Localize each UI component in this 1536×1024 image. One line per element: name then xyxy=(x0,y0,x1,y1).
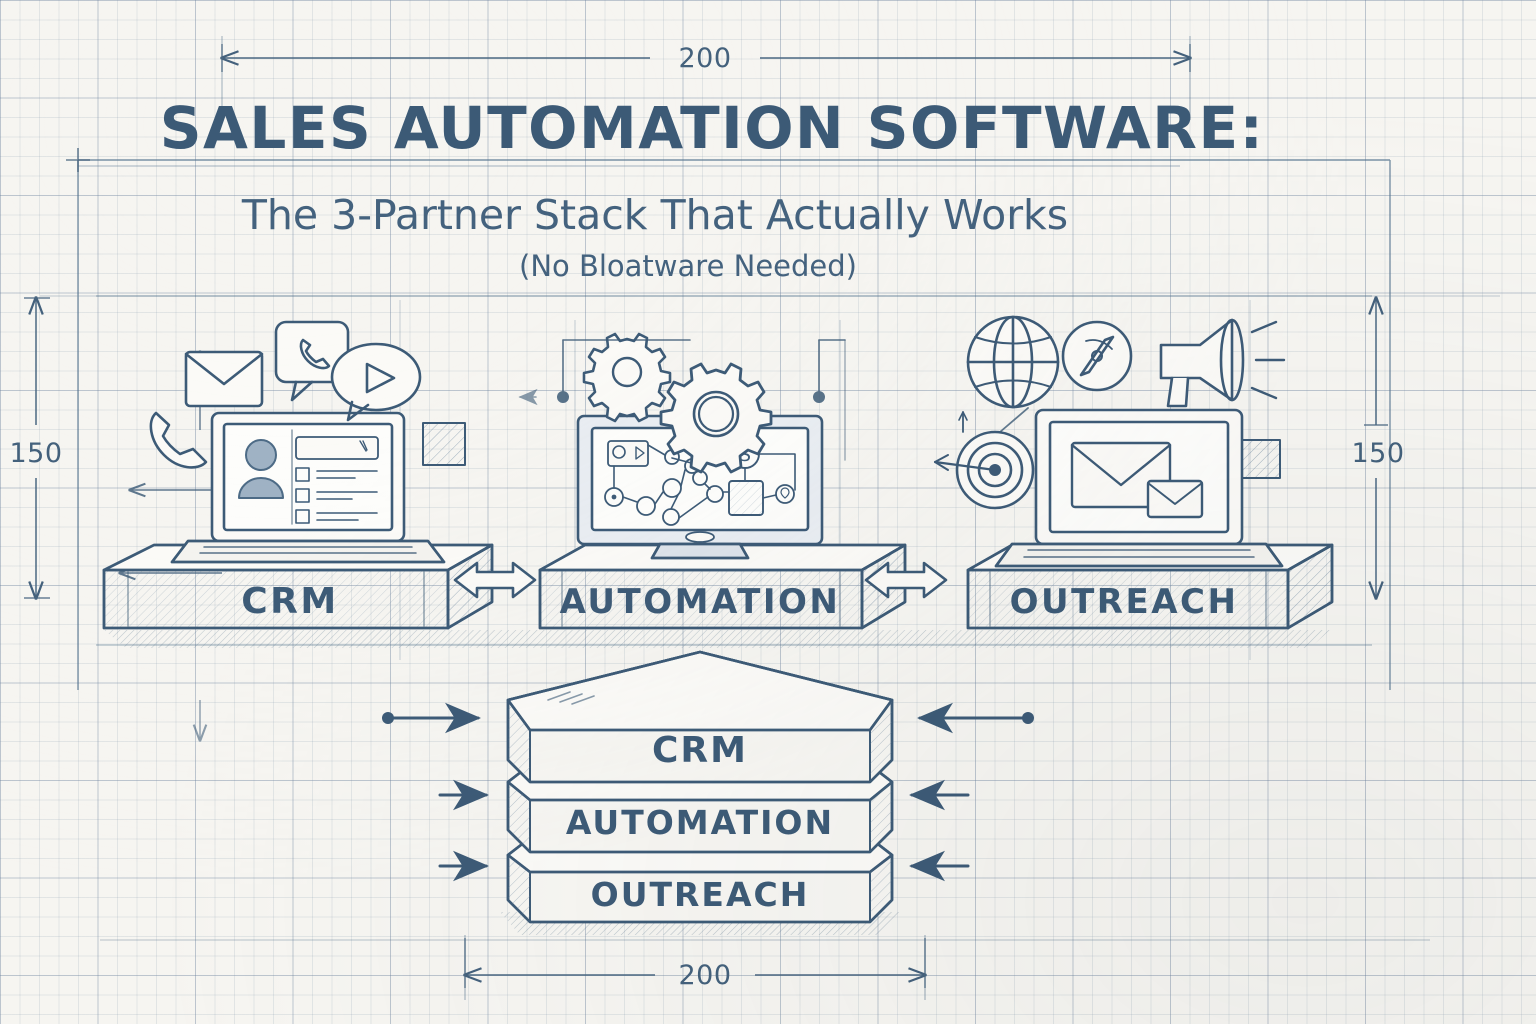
megaphone-icon xyxy=(1159,318,1286,408)
connector-crm-automation xyxy=(453,561,537,599)
dimension-right xyxy=(1364,296,1388,600)
dimension-left xyxy=(24,296,50,600)
connector-automation-outreach xyxy=(864,561,948,599)
stack-label-crm: CRM xyxy=(652,730,748,771)
icon-cluster-automation xyxy=(582,332,773,474)
outreach-screen-email xyxy=(1070,441,1204,519)
dimension-top xyxy=(220,44,1192,72)
automation-screen-workflow: S xyxy=(604,439,796,526)
dimension-right-label: 150 xyxy=(1351,438,1404,469)
page-title: SALES AUTOMATION SOFTWARE: xyxy=(160,94,1265,162)
envelope-icon xyxy=(184,350,264,408)
hatched-marker-crm xyxy=(422,422,466,466)
dimension-top-label: 200 xyxy=(678,43,731,74)
page-note: (No Bloatware Needed) xyxy=(519,249,857,283)
page-subtitle: The 3-Partner Stack That Actually Works xyxy=(241,191,1068,239)
target-icon xyxy=(933,407,1035,510)
stack-diagram: OUTREACH AUTOMATION xyxy=(500,650,900,935)
gear-large-icon xyxy=(659,362,773,474)
platform-automation xyxy=(538,543,907,630)
stack-arrows-right xyxy=(909,702,1034,882)
laptop-outreach xyxy=(994,408,1284,568)
globe-icon xyxy=(966,315,1060,409)
crm-screen-contact-record xyxy=(238,429,379,525)
laptop-crm xyxy=(170,411,446,564)
gear-small-icon xyxy=(582,332,672,423)
dimension-bottom xyxy=(463,938,927,988)
compass-icon xyxy=(1061,320,1133,392)
platform-label-automation: AUTOMATION xyxy=(560,582,841,622)
platform-label-outreach: OUTREACH xyxy=(1010,582,1239,622)
stack-label-automation: AUTOMATION xyxy=(566,803,834,842)
phone-bubble-icon xyxy=(274,320,350,402)
icon-cluster-crm xyxy=(149,320,466,469)
play-bubble-icon xyxy=(330,342,422,422)
icon-cluster-outreach xyxy=(933,315,1286,510)
dimension-bottom-label: 200 xyxy=(678,960,731,991)
hatched-marker-outreach xyxy=(1241,439,1281,479)
phone-handset-icon xyxy=(149,411,208,469)
platform-label-crm: CRM xyxy=(241,581,338,622)
stack-label-outreach: OUTREACH xyxy=(591,875,810,914)
dimension-left-label: 150 xyxy=(9,438,62,469)
stack-arrows-left xyxy=(382,702,489,882)
stack-layer-crm: CRM xyxy=(506,650,894,784)
